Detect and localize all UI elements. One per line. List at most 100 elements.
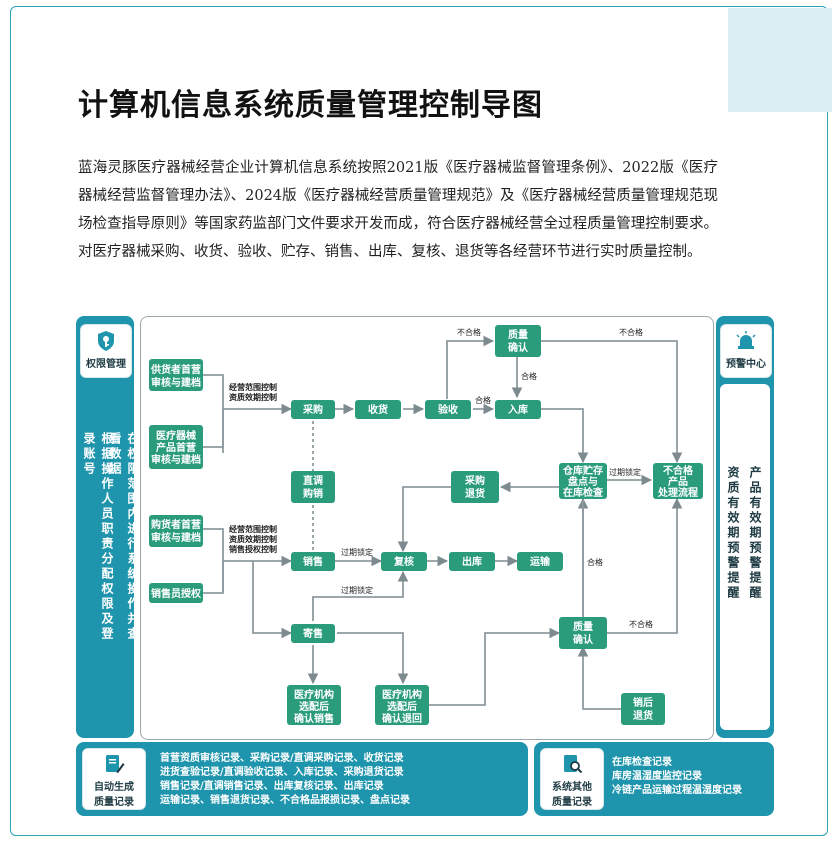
node-nonconform[interactable]: 不合格 产品 处理流程 <box>653 463 703 499</box>
document-search-icon <box>564 755 583 774</box>
node-sales-auth[interactable]: 销售员授权 <box>149 583 203 603</box>
node-sales-return[interactable]: 销后 退货 <box>621 693 665 725</box>
svg-text:退货: 退货 <box>633 709 653 722</box>
node-storein[interactable]: 入库 <box>495 400 541 419</box>
svg-text:审核与建档: 审核与建档 <box>151 531 201 544</box>
other-records-line-1: 在库检查记录 <box>612 757 672 768</box>
other-records-badge[interactable]: 系统其他 质量记录 <box>540 748 604 810</box>
auto-records-badge[interactable]: 自动生成 质量记录 <box>82 748 146 810</box>
permission-text-col1: 根据操作人员职责分配权限及登录账号 <box>82 432 114 642</box>
shield-key-icon <box>98 331 114 351</box>
svg-text:直调: 直调 <box>303 474 323 487</box>
alert-badge[interactable]: 预警中心 <box>720 324 772 378</box>
node-transport[interactable]: 运输 <box>517 552 563 571</box>
alert-text-col1: 资质有效期预警提醒 <box>726 466 740 601</box>
node-device-first[interactable]: 医疗器械 产品首营 审核与建档 <box>149 425 203 469</box>
other-records-panel: 系统其他 质量记录 在库检查记录 库房温湿度监控记录 冷链产品运输过程温湿度记录 <box>534 742 774 816</box>
permission-panel: 权限管理 根据操作人员职责分配权限及登录账号 在权限范围内进行系统操作并查看数据 <box>76 316 140 738</box>
svg-text:质量: 质量 <box>508 328 528 341</box>
node-quality-confirm-top[interactable]: 质量 确认 <box>495 325 541 357</box>
alert-inner-box <box>720 384 770 730</box>
node-hospital-return[interactable]: 医疗机构 选配后 确认退回 <box>375 685 429 725</box>
other-records-badge-line2: 质量记录 <box>552 797 592 808</box>
node-purchase-return[interactable]: 采购 退货 <box>451 471 499 503</box>
label-sales-control-2: 资质效期控制 <box>229 534 277 544</box>
svg-text:入库: 入库 <box>508 403 528 416</box>
svg-text:医疗机构: 医疗机构 <box>294 688 334 701</box>
label-purchase-control-2: 资质效期控制 <box>229 392 277 402</box>
node-inspect[interactable]: 验收 <box>425 400 471 419</box>
svg-text:退货: 退货 <box>465 487 485 500</box>
node-outbound[interactable]: 出库 <box>449 552 495 571</box>
svg-text:审核与建档: 审核与建档 <box>151 453 201 466</box>
node-direct[interactable]: 直调 购销 <box>291 471 335 503</box>
alert-panel: 预警中心 资质有效期预警提醒 产品有效期预警提醒 <box>716 316 774 738</box>
node-review[interactable]: 复核 <box>381 552 427 571</box>
corner-decoration <box>728 8 832 112</box>
svg-text:供货者首营: 供货者首营 <box>150 363 201 376</box>
svg-text:出库: 出库 <box>462 555 482 568</box>
svg-text:销售员授权: 销售员授权 <box>151 587 202 600</box>
node-receive[interactable]: 收货 <box>355 400 401 419</box>
svg-text:医疗器械: 医疗器械 <box>156 429 196 442</box>
permission-text-col2: 在权限范围内进行系统操作并查看数据 <box>108 432 140 642</box>
svg-text:产品: 产品 <box>668 475 688 488</box>
svg-text:确认: 确认 <box>573 633 594 646</box>
svg-text:盘点与: 盘点与 <box>568 475 598 488</box>
auto-records-line-4: 运输记录、销售退货记录、不合格品报损记录、盘点记录 <box>160 795 410 806</box>
node-sales[interactable]: 销售 <box>291 552 335 571</box>
auto-records-badge-line1: 自动生成 <box>94 782 134 793</box>
node-purchase[interactable]: 采购 <box>291 400 335 419</box>
label-pass-2: 合格 <box>475 395 491 405</box>
svg-text:审核与建档: 审核与建档 <box>151 376 201 389</box>
svg-text:产品首营: 产品首营 <box>156 441 196 454</box>
svg-text:在库检查: 在库检查 <box>563 486 604 499</box>
svg-text:收货: 收货 <box>368 403 388 416</box>
label-sales-control-3: 销售授权控制 <box>229 544 277 554</box>
node-buyer-first[interactable]: 购货者首营 审核与建档 <box>149 515 203 547</box>
label-pass-3: 合格 <box>587 557 603 567</box>
svg-text:寄售: 寄售 <box>303 627 323 640</box>
svg-text:确认: 确认 <box>508 341 529 354</box>
label-expired-2: 过期锁定 <box>341 547 373 557</box>
auto-records-line-2: 进货查验记录/直调验收记录、入库记录、采购退货记录 <box>160 767 404 778</box>
page-frame <box>10 6 828 836</box>
label-fail-3: 不合格 <box>629 619 653 629</box>
node-quality-confirm-bottom[interactable]: 质量 确认 <box>559 617 607 649</box>
intro-paragraph: 蓝海灵豚医疗器械经营企业计算机信息系统按照2021版《医疗器械监督管理条例》、2… <box>78 160 718 260</box>
svg-text:采购: 采购 <box>302 403 323 416</box>
node-warehouse[interactable]: 仓库贮存 盘点与 在库检查 <box>559 463 607 499</box>
permission-badge-label: 权限管理 <box>86 359 126 370</box>
label-expired-1: 过期锁定 <box>609 467 641 477</box>
other-records-badge-line1: 系统其他 <box>552 782 592 793</box>
label-purchase-control-1: 经营范围控制 <box>229 382 277 392</box>
node-hospital-sales[interactable]: 医疗机构 选配后 确认销售 <box>287 685 341 725</box>
svg-text:复核: 复核 <box>393 555 414 568</box>
label-expired-3: 过期锁定 <box>341 585 373 595</box>
svg-text:运输: 运输 <box>530 555 551 568</box>
label-fail-1: 不合格 <box>457 327 481 337</box>
document-pen-icon <box>106 755 125 773</box>
flow-diagram-frame: 供货者首营 审核与建档 医疗器械 产品首营 审核与建档 购货者首营 审核与建档 … <box>140 316 714 740</box>
svg-text:确认退回: 确认退回 <box>382 712 422 725</box>
svg-text:销售: 销售 <box>303 555 323 568</box>
svg-text:医疗机构: 医疗机构 <box>382 688 422 701</box>
svg-text:购销: 购销 <box>303 487 323 500</box>
node-consign[interactable]: 寄售 <box>291 624 335 643</box>
svg-text:确认销售: 确认销售 <box>294 712 334 725</box>
label-sales-control-1: 经营范围控制 <box>229 524 277 534</box>
node-supplier-first[interactable]: 供货者首营 审核与建档 <box>149 359 203 391</box>
svg-text:选配后: 选配后 <box>387 700 417 713</box>
svg-text:选配后: 选配后 <box>299 700 329 713</box>
svg-text:仓库贮存: 仓库贮存 <box>562 464 603 477</box>
svg-text:销后: 销后 <box>633 696 653 709</box>
svg-text:验收: 验收 <box>438 403 458 416</box>
svg-text:不合格: 不合格 <box>663 464 694 477</box>
svg-text:质量: 质量 <box>573 620 593 633</box>
other-records-line-3: 冷链产品运输过程温湿度记录 <box>612 785 742 796</box>
page-title: 计算机信息系统质量管理控制导图 <box>78 88 543 123</box>
auto-records-badge-line2: 质量记录 <box>94 797 134 808</box>
permission-badge[interactable]: 权限管理 <box>80 324 132 378</box>
auto-records-line-1: 首营资质审核记录、采购记录/直调采购记录、收货记录 <box>160 753 404 764</box>
auto-records-line-3: 销售记录/直调销售记录、出库复核记录、出库记录 <box>160 781 384 792</box>
